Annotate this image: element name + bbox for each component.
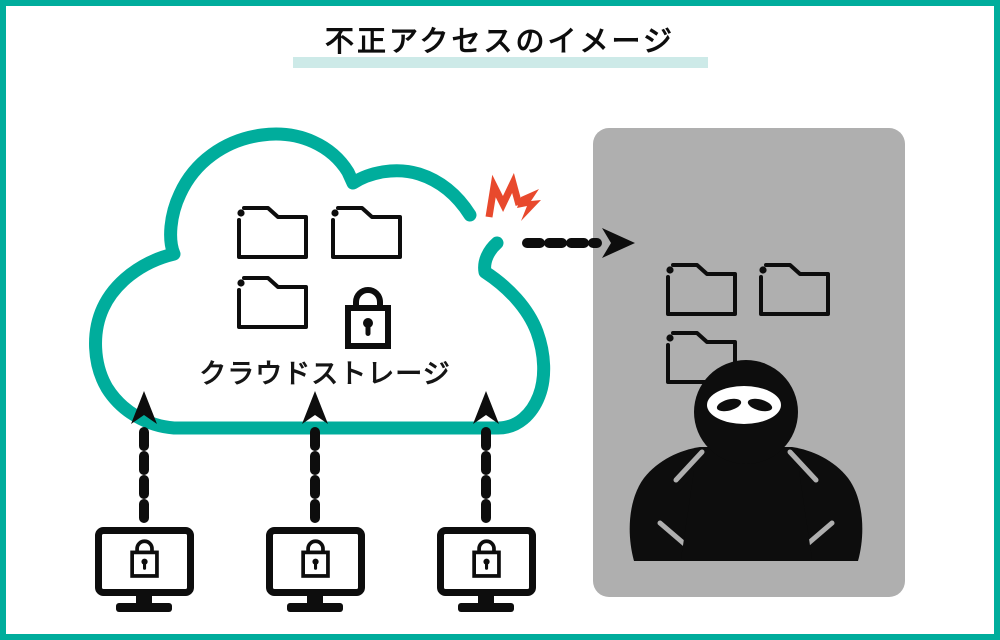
cloud-storage-label: クラウドストレージ: [199, 359, 451, 389]
upload-arrow: [473, 391, 499, 518]
client-lock-icon: [130, 539, 159, 578]
hacker-figure: [629, 360, 863, 561]
client-lock-icon: [472, 539, 501, 578]
page-title: 不正アクセスのイメージ: [325, 26, 675, 58]
title-highlight-bar: [293, 57, 708, 68]
cloud-folder-icon: [235, 276, 308, 329]
laptop-icon: [681, 471, 812, 559]
cloud-folder-icon: [329, 206, 402, 259]
breach-arrow: [522, 228, 635, 258]
cloud-folder-icon: [235, 206, 308, 259]
hacker-eye: [747, 398, 773, 412]
upload-arrow: [302, 391, 328, 518]
cloud-lock-icon: [348, 290, 388, 346]
client-monitor: [441, 531, 533, 613]
cloud-outline: [89, 127, 551, 435]
impact-spark-icon: [485, 172, 541, 221]
client-monitor: [270, 531, 362, 613]
title-area: 不正アクセスのイメージ: [0, 0, 1000, 80]
hacker-mask: [707, 386, 781, 424]
client-monitor: [99, 531, 191, 613]
hacker-eye: [716, 398, 742, 412]
client-lock-icon: [301, 539, 330, 578]
